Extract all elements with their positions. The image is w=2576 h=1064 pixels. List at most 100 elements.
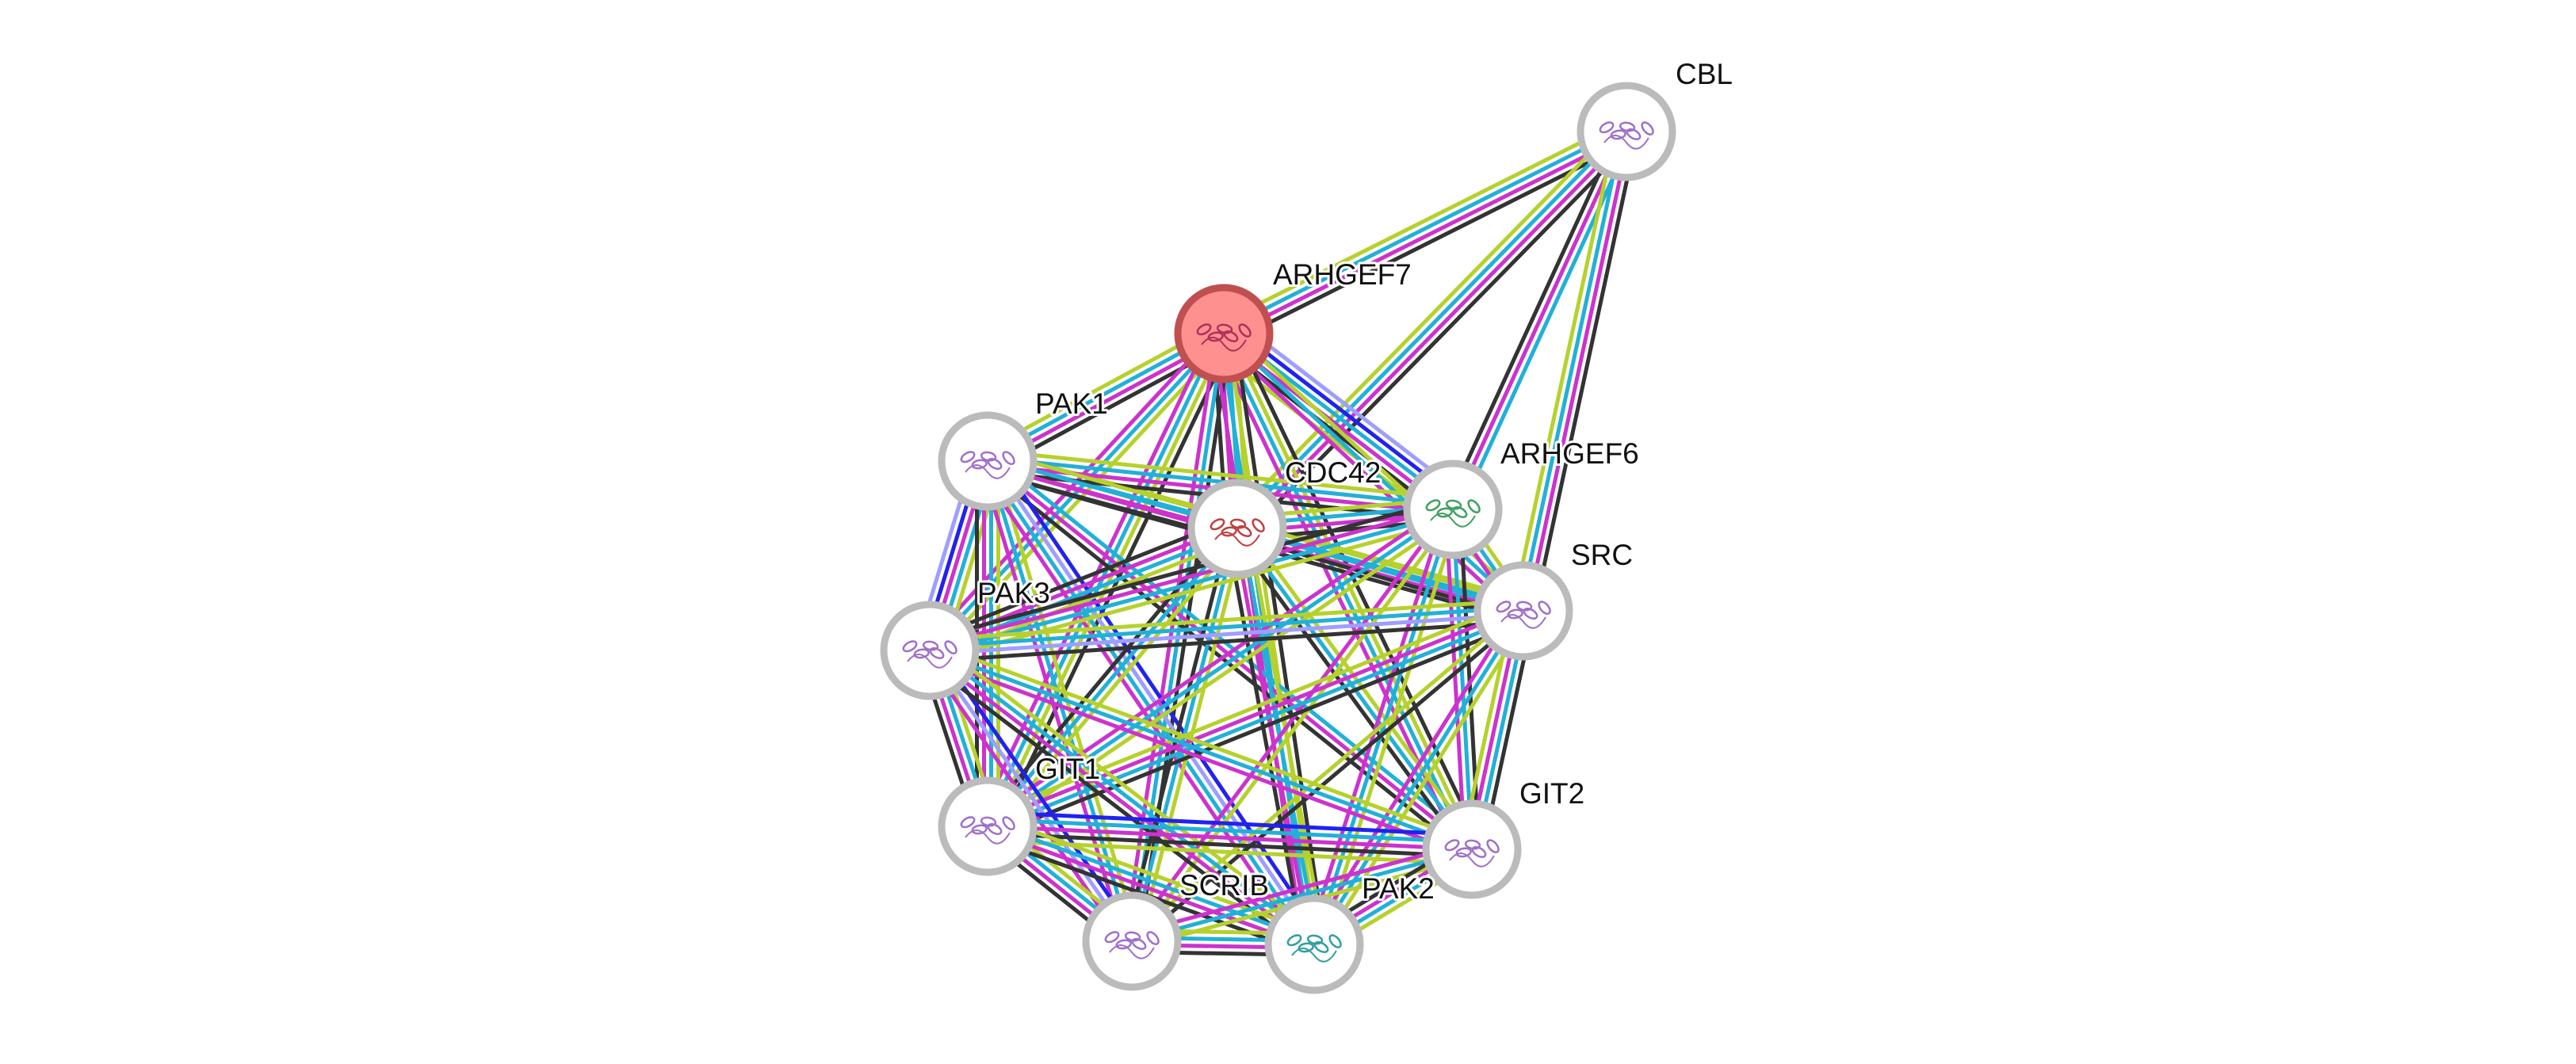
- edge-arhgef6-git1[interactable]: [982, 501, 1458, 834]
- edge-pak3-git2[interactable]: [927, 642, 1475, 858]
- edge-arhgef6-git2[interactable]: [1443, 509, 1481, 850]
- node-label: CDC42: [1285, 456, 1381, 489]
- protein-structure-icon: [902, 640, 957, 669]
- edge-evidence-experiments: [927, 655, 1470, 858]
- edge-evidence-textmining: [1225, 330, 1477, 849]
- node-pak2[interactable]: PAK2: [1264, 870, 1437, 994]
- edge-arhgef6-cbl[interactable]: [1444, 128, 1635, 513]
- node-git1[interactable]: GIT1: [938, 750, 1103, 876]
- node-label: GIT2: [1519, 777, 1584, 810]
- edge-evidence-coexpression: [1225, 529, 1306, 947]
- edge-evidence-coexpression: [995, 337, 1236, 832]
- edge-evidence-homology: [927, 649, 1134, 943]
- edge-evidence-coexpression: [987, 831, 1472, 859]
- edge-src-git1[interactable]: [983, 599, 1528, 838]
- node-arhgef7[interactable]: ARHGEF7: [1174, 256, 1414, 383]
- edge-arhgef7-cbl[interactable]: [1217, 120, 1633, 345]
- node-scrib[interactable]: SCRIB: [1082, 867, 1271, 991]
- edge-evidence-textmining: [934, 640, 1322, 938]
- edge-evidence-coexpression: [1133, 612, 1527, 946]
- edge-evidence-experiments: [977, 466, 1307, 951]
- edge-evidence-experiments: [928, 504, 1453, 650]
- edge-src-cbl[interactable]: [1511, 128, 1639, 614]
- edge-evidence-experiments: [1524, 132, 1632, 612]
- edge-evidence-textmining: [1241, 523, 1480, 847]
- edge-evidence-textmining: [983, 599, 1520, 818]
- protein-structure-icon: [1425, 499, 1481, 528]
- edge-evidence-experiments: [1232, 528, 1313, 946]
- edge-evidence-database: [929, 648, 1473, 852]
- edge-evidence-experiments: [1450, 130, 1629, 511]
- node-src[interactable]: SRC: [1473, 536, 1635, 661]
- edge-evidence-cooccurrence: [995, 454, 1325, 940]
- node-cbl[interactable]: CBL: [1577, 55, 1735, 181]
- edge-evidence-database: [1518, 130, 1626, 611]
- edge-evidence-database: [930, 510, 1454, 656]
- protein-structure-icon: [1496, 601, 1551, 629]
- edge-evidence-textmining: [1238, 519, 1527, 606]
- edge-evidence-database: [988, 821, 1317, 944]
- edge-evidence-textmining: [988, 448, 1454, 501]
- edge-evidence-experiments: [985, 605, 1523, 826]
- edge-evidence-textmining: [928, 598, 1523, 643]
- edge-evidence-coexpression: [981, 465, 1469, 856]
- edge-evidence-database: [988, 817, 1473, 845]
- edge-evidence-database: [988, 612, 1526, 832]
- node-pak1[interactable]: PAK1: [938, 385, 1110, 511]
- edge-evidence-database: [1233, 128, 1626, 528]
- edge-evidence-textmining: [1511, 128, 1619, 609]
- edge-evidence-textmining: [931, 517, 1457, 663]
- node-label: PAK3: [977, 577, 1050, 609]
- edge-evidence-coexpression: [925, 517, 1234, 643]
- edge-evidence-experiments: [1224, 132, 1630, 339]
- edge-src-scrib[interactable]: [1128, 606, 1527, 946]
- edge-evidence-coexpression: [930, 619, 1525, 663]
- edge-evidence-experiments: [1443, 509, 1467, 850]
- node-label: PAK1: [1035, 387, 1108, 420]
- node-label: GIT1: [1035, 753, 1100, 785]
- edge-evidence-experiments: [1127, 505, 1452, 940]
- protein-structure-icon: [1444, 839, 1500, 868]
- protein-structure-icon: [1599, 121, 1654, 150]
- edge-evidence-database: [1450, 509, 1474, 850]
- edge-evidence-database: [1131, 847, 1473, 944]
- edge-evidence-experiments: [987, 824, 1473, 852]
- edge-evidence-experiments: [982, 501, 1450, 822]
- node-arhgef6[interactable]: ARHGEF6: [1403, 435, 1642, 559]
- edge-evidence-homology: [1233, 318, 1466, 498]
- edge-evidence-textmining: [1245, 526, 1327, 944]
- edge-evidence-experiments: [986, 460, 1473, 851]
- edge-evidence-experiments: [1129, 840, 1471, 936]
- edge-evidence-experiments: [1238, 132, 1630, 532]
- protein-structure-icon: [1286, 934, 1342, 963]
- edge-pak1-pak2[interactable]: [977, 454, 1325, 951]
- edge-evidence-database: [985, 460, 1134, 942]
- edge-evidence-coexpression: [1531, 133, 1639, 614]
- edge-evidence-coexpression: [1444, 128, 1622, 508]
- edge-evidence-coexpression: [991, 619, 1528, 838]
- edge-evidence-database: [986, 527, 1239, 828]
- edge-evidence-database: [929, 605, 1523, 650]
- node-cdc42[interactable]: CDC42: [1187, 454, 1383, 578]
- protein-structure-icon: [1104, 931, 1160, 959]
- node-label: SRC: [1571, 539, 1633, 571]
- node-git2[interactable]: GIT2: [1422, 775, 1587, 899]
- node-pak3[interactable]: PAK3: [880, 574, 1053, 700]
- protein-structure-icon: [1196, 323, 1252, 352]
- edge-arhgef6-pak3[interactable]: [926, 497, 1457, 663]
- edge-cdc42-pak2[interactable]: [1225, 526, 1327, 947]
- edge-evidence-coexpression: [926, 497, 1451, 643]
- edge-evidence-database: [988, 456, 1454, 509]
- edge-evidence-database: [931, 646, 1318, 944]
- protein-structure-icon: [1210, 518, 1265, 547]
- edge-evidence-textmining: [931, 642, 1475, 845]
- edge-evidence-textmining: [1318, 613, 1531, 950]
- node-label: CBL: [1676, 58, 1733, 90]
- node-label: ARHGEF7: [1273, 258, 1412, 291]
- edge-evidence-coexpression: [1458, 509, 1481, 849]
- node-label: SCRIB: [1179, 869, 1269, 902]
- edge-arhgef6-scrib[interactable]: [1127, 505, 1458, 945]
- edge-src-pak3[interactable]: [928, 598, 1525, 663]
- edge-evidence-database: [983, 462, 1313, 948]
